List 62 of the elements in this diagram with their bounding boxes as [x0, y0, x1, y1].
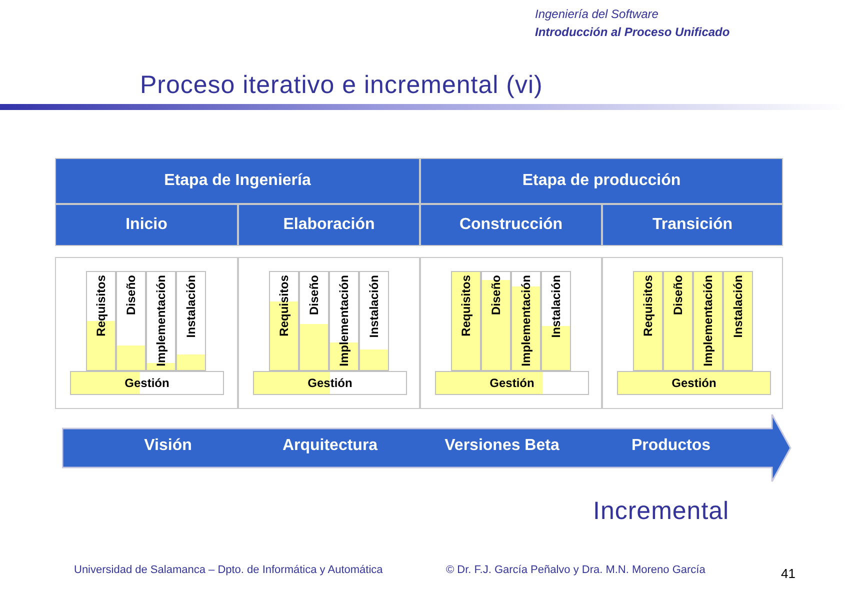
activity-bar [723, 271, 753, 371]
milestone-label: Productos [631, 437, 711, 455]
stage-header: Etapa de Ingeniería [55, 158, 420, 204]
management-bar [70, 371, 224, 395]
activity-label: Gestión [670, 376, 718, 390]
activity-bar [663, 271, 693, 371]
milestone-label: Versiones Beta [444, 437, 560, 455]
activity-label: Requisitos [277, 275, 291, 336]
activity-bar [269, 271, 299, 371]
activity-label: Instalación [549, 275, 563, 338]
activity-label: Gestión [306, 376, 354, 390]
activity-label: Gestión [488, 376, 536, 390]
activity-label: Diseño [489, 275, 503, 316]
stage-header: Etapa de producción [420, 158, 783, 204]
activity-label: Diseño [307, 275, 321, 316]
management-bar [435, 371, 589, 395]
activity-label: Diseño [671, 275, 685, 316]
activity-bar [511, 271, 541, 371]
activity-bar [541, 271, 571, 371]
activity-bar [299, 271, 329, 371]
activity-label: Implementación [519, 275, 533, 366]
activity-bar [481, 271, 511, 371]
phase-panel [55, 257, 238, 409]
phase-header: Transición [602, 204, 783, 246]
management-bar [253, 371, 407, 395]
activity-bar [146, 271, 176, 371]
activity-label: Requisitos [459, 275, 473, 336]
activity-label: Diseño [124, 275, 138, 316]
management-bar [617, 371, 771, 395]
activity-bar [116, 271, 146, 371]
activity-label: Instalación [367, 275, 381, 338]
footer-text: © Dr. F.J. García Peñalvo y Dra. M.N. Moreno García [446, 564, 706, 576]
phase-panel [420, 257, 602, 409]
phase-panel [238, 257, 420, 409]
activity-label: Implementación [337, 275, 351, 366]
activity-label: Instalación [184, 275, 198, 338]
activity-bar [451, 271, 481, 371]
milestone-label: Arquitectura [282, 437, 378, 455]
activity-bar [693, 271, 723, 371]
activity-label: Instalación [731, 275, 745, 338]
phase-header: Inicio [55, 204, 238, 246]
activity-label: Implementación [154, 275, 168, 366]
activity-bar [176, 271, 206, 371]
milestone-label: Visión [144, 437, 192, 455]
activity-label: Gestión [124, 376, 170, 390]
activity-bar [329, 271, 359, 371]
activity-label: Implementación [701, 275, 715, 366]
activity-label: Requisitos [641, 275, 655, 336]
footer-text: Universidad de Salamanca – Dpto. de Informática y Automática [74, 564, 383, 576]
course-label: Ingeniería del Software [535, 7, 658, 21]
activity-label: Requisitos [94, 275, 108, 336]
activity-bar [633, 271, 663, 371]
activity-bar [86, 271, 116, 371]
phase-header: Elaboración [238, 204, 420, 246]
page-number: 41 [781, 566, 796, 581]
activity-bar [359, 271, 389, 371]
phase-panel [602, 257, 783, 409]
caption-text: Incremental [593, 497, 730, 526]
phase-header: Construcción [420, 204, 602, 246]
slide-title: Proceso iterativo e incremental (vi) [140, 71, 543, 100]
milestone-arrow [62, 413, 792, 483]
course-label: Introducción al Proceso Unificado [535, 25, 730, 39]
